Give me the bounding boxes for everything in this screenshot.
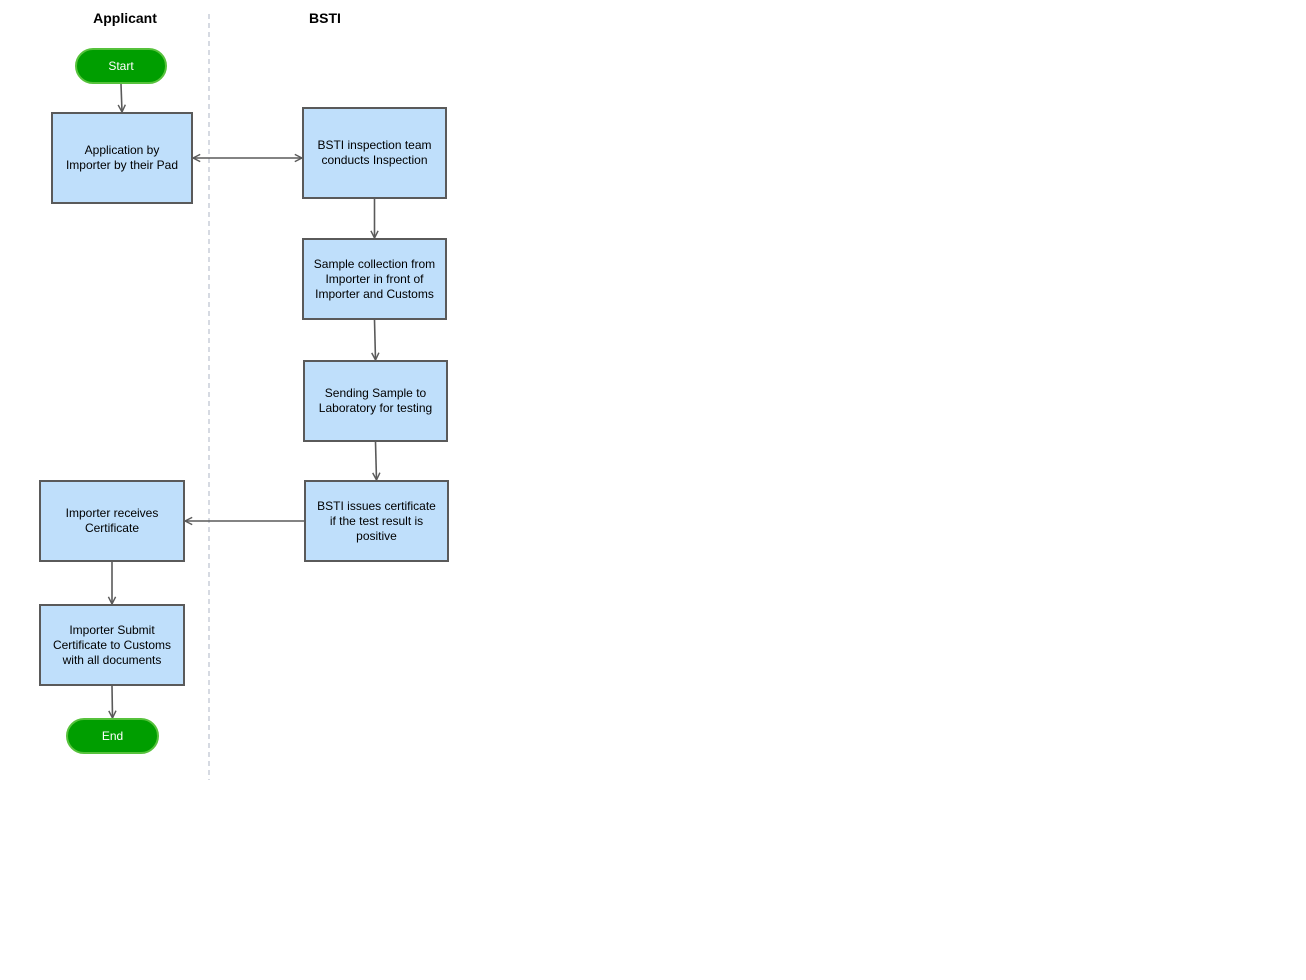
lane-title-bsti: BSTI <box>309 10 341 26</box>
issue-certificate-process-box: BSTI issues certificate if the test resu… <box>304 480 449 562</box>
receives-certificate-process-box: Importer receives Certificate <box>39 480 185 562</box>
submit-certificate-process-box: Importer Submit Certificate to Customs w… <box>39 604 185 686</box>
inspection-process-box: BSTI inspection team conducts Inspection <box>302 107 447 199</box>
connector-submit_certificate-to-end <box>112 685 113 718</box>
connector-sending_sample-to-issue_certificate <box>376 441 377 480</box>
sample-collection-process-box: Sample collection from Importer in front… <box>302 238 447 320</box>
connector-start-to-application <box>121 83 122 112</box>
edge-group <box>112 83 377 718</box>
start-terminal: Start <box>75 48 167 84</box>
end-terminal: End <box>66 718 159 754</box>
application-process-box: Application by Importer by their Pad <box>51 112 193 204</box>
sending-sample-process-box: Sending Sample to Laboratory for testing <box>303 360 448 442</box>
connector-sample_collection-to-sending_sample <box>375 319 376 360</box>
lane-title-applicant: Applicant <box>93 10 157 26</box>
